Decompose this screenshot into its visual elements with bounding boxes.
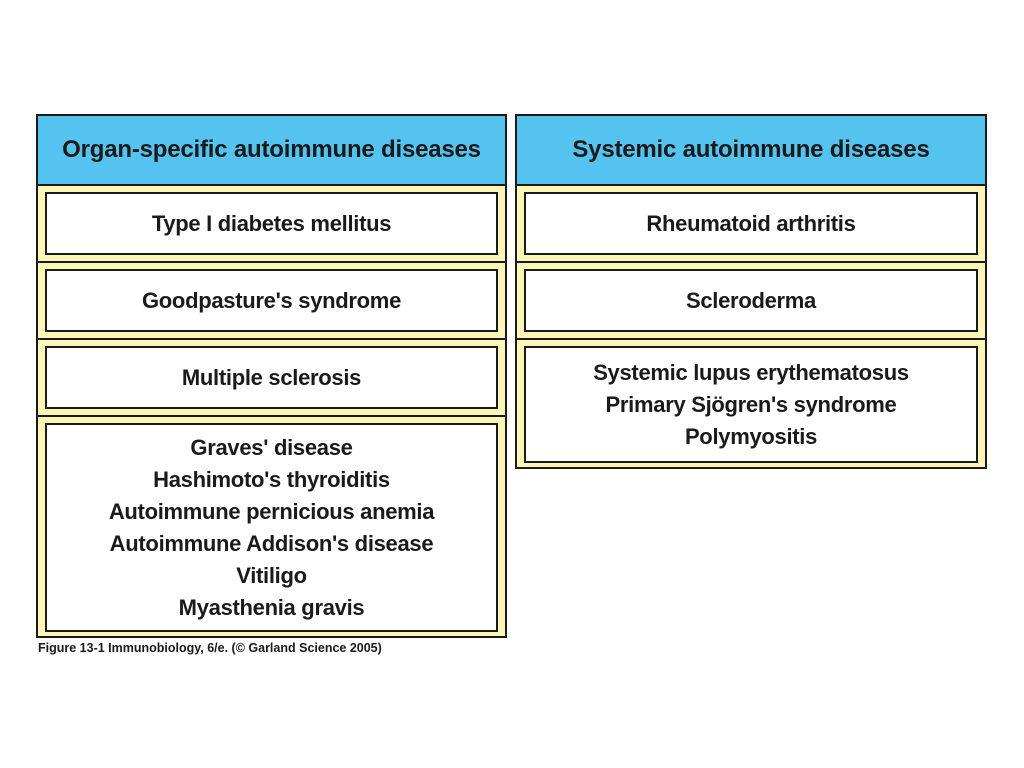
disease-label: Graves' disease [190, 434, 353, 460]
organ-specific-row: Type I diabetes mellitus [38, 186, 505, 263]
disease-box: Type I diabetes mellitus [45, 192, 498, 255]
disease-group-box: Systemic lupus erythematosus Primary Sjö… [524, 346, 978, 463]
disease-label: Goodpasture's syndrome [141, 287, 402, 313]
disease-label: Rheumatoid arthritis [646, 210, 856, 236]
systemic-row: Rheumatoid arthritis [517, 186, 985, 263]
systemic-panel: Systemic autoimmune diseases Rheumatoid … [515, 114, 987, 469]
disease-label: Type I diabetes mellitus [151, 210, 392, 236]
disease-label: Systemic lupus erythematosus [593, 359, 909, 385]
disease-box: Scleroderma [524, 269, 978, 332]
disease-label: Multiple sclerosis [181, 364, 362, 390]
disease-label: Hashimoto's thyroiditis [153, 466, 390, 492]
disease-label: Vitiligo [236, 562, 307, 588]
organ-specific-row: Multiple sclerosis [38, 340, 505, 417]
figure-caption: Figure 13-1 Immunobiology, 6/e. (© Garla… [38, 641, 382, 655]
organ-specific-panel: Organ-specific autoimmune diseases Type … [36, 114, 507, 638]
disease-box: Goodpasture's syndrome [45, 269, 498, 332]
disease-label: Scleroderma [686, 287, 816, 313]
disease-label: Myasthenia gravis [178, 594, 365, 620]
organ-specific-row: Graves' disease Hashimoto's thyroiditis … [38, 417, 505, 638]
disease-label: Autoimmune pernicious anemia [108, 498, 435, 524]
disease-box: Multiple sclerosis [45, 346, 498, 409]
disease-group-box: Graves' disease Hashimoto's thyroiditis … [45, 423, 498, 632]
systemic-row: Scleroderma [517, 263, 985, 340]
disease-box: Rheumatoid arthritis [524, 192, 978, 255]
systemic-header: Systemic autoimmune diseases [517, 116, 985, 186]
disease-label: Autoimmune Addison's disease [109, 530, 434, 556]
disease-label: Primary Sjögren's syndrome [605, 391, 897, 417]
organ-specific-row: Goodpasture's syndrome [38, 263, 505, 340]
disease-label: Polymyositis [684, 423, 818, 449]
organ-specific-header: Organ-specific autoimmune diseases [38, 116, 505, 186]
systemic-row: Systemic lupus erythematosus Primary Sjö… [517, 340, 985, 469]
